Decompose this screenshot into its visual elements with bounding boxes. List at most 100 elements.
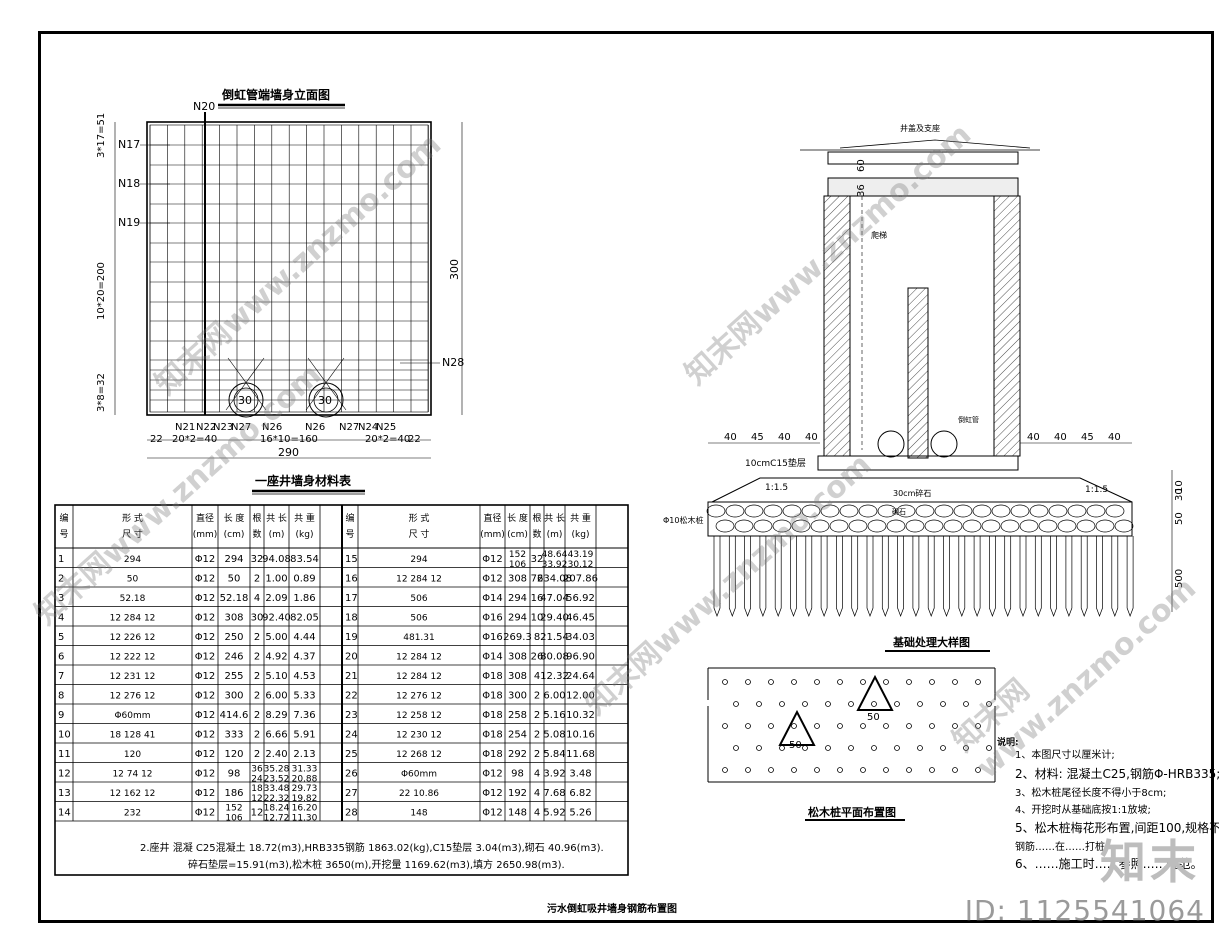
dim-rv-500: 500	[1174, 569, 1185, 588]
table-header: 数	[252, 528, 261, 540]
table-cell: Φ12	[482, 788, 503, 799]
table-cell: 232	[124, 809, 141, 819]
material-table: 一座井墙身材料表 编号形 式尺 寸直径(mm)长 度(cm)根数共 长(m)共 …	[54, 473, 629, 876]
table-cell: 294	[508, 593, 527, 604]
table-cell: Φ60mm	[114, 711, 150, 721]
table-cell: Φ12	[195, 652, 216, 663]
bottom-label-n23: N23	[213, 422, 233, 433]
table-cell: 148	[508, 808, 527, 819]
table-cell: 43.19	[568, 550, 594, 560]
note-3: 3、松木桩尾径长度不得小于8cm;	[1015, 786, 1166, 799]
table-cell: 31.33	[292, 765, 318, 775]
table-cell: 9	[58, 710, 64, 721]
table-cell: 4.92	[265, 652, 287, 663]
table-header: (kg)	[296, 530, 314, 540]
table-cell: 0.89	[293, 574, 315, 585]
bottom-label-n25: N25	[376, 422, 396, 433]
table-cell: 8	[534, 632, 540, 643]
table-cell: 308	[224, 613, 243, 624]
dim-v-36: 36	[856, 184, 867, 197]
table-header: 数	[532, 528, 541, 540]
table-header: 尺 寸	[409, 528, 430, 540]
table-cell: 33.92	[542, 560, 568, 570]
table-cell: 32	[251, 554, 264, 565]
table-header: 编	[345, 512, 354, 524]
table-cell: 18.24	[264, 804, 290, 814]
table-cell: 12.32	[540, 671, 569, 682]
notes-head: 说明:	[997, 736, 1019, 748]
label-ladder: 爬梯	[871, 230, 887, 240]
mark-n28: N28	[442, 356, 464, 369]
table-cell: 506	[410, 614, 427, 624]
table-cell: 21.54	[540, 632, 569, 643]
sec-dim-right: 40	[1108, 432, 1121, 443]
dim-bottom-160: 16*10=160	[260, 434, 318, 445]
table-cell: 5.26	[569, 808, 591, 819]
table-cell: 4.44	[293, 632, 315, 643]
table-cell: 152	[225, 804, 242, 814]
table-cell: 12.00	[566, 691, 595, 702]
table-cell: 12 230 12	[396, 731, 442, 741]
table-cell: 12 226 12	[110, 633, 156, 643]
table-cell: 8.29	[265, 710, 287, 721]
dim-left-1: 3*17=51	[96, 113, 107, 158]
table-cell: 308	[508, 652, 527, 663]
table-cell: 294	[224, 554, 243, 565]
table-cell: Φ12	[195, 671, 216, 682]
table-cell: Φ12	[195, 749, 216, 760]
table-cell: Φ60mm	[401, 770, 437, 780]
table-cell: 4	[534, 671, 540, 682]
table-cell: 98	[228, 769, 241, 780]
table-cell: 15	[345, 554, 358, 565]
table-cell: Φ12	[482, 808, 503, 819]
table-cell: 11	[58, 749, 71, 760]
table-header: 尺 寸	[122, 528, 143, 540]
table-cell: Φ18	[482, 730, 503, 741]
table-header: 形 式	[409, 512, 430, 524]
table-cell: 207.86	[563, 574, 598, 585]
table-cell: 152	[509, 550, 526, 560]
table-cell: 30	[251, 613, 264, 624]
table-cell: 48.64	[542, 550, 568, 560]
slope-left: 1:1.5	[765, 483, 788, 493]
table-cell: 2	[58, 574, 64, 585]
table-cell: 481.31	[403, 633, 435, 643]
table-cell: 5.33	[293, 691, 315, 702]
table-cell: 292	[508, 749, 527, 760]
table-cell: 4	[534, 769, 540, 780]
table-cell: 12 162 12	[110, 789, 156, 799]
table-cell: 234.08	[537, 574, 572, 585]
table-cell: 22 10.86	[399, 789, 439, 799]
table-cell: 80.08	[540, 652, 569, 663]
label-gravel: 30cm碎石	[893, 488, 931, 498]
table-cell: 13	[58, 788, 71, 799]
table-cell: 106	[509, 560, 526, 570]
pile-plan: 50 50 松木桩平面布置图	[707, 667, 996, 821]
bottom-label-n21: N21	[175, 422, 195, 433]
table-cell: 23.52	[264, 775, 290, 785]
table-cell: 246	[224, 652, 243, 663]
table-cell: 2	[534, 730, 540, 741]
table-cell: 300	[224, 691, 243, 702]
slope-right: 1:1.5	[1085, 485, 1108, 495]
table-cell: 2	[254, 652, 260, 663]
bottom-label-n27: N27	[231, 422, 251, 433]
table-header: 直径	[483, 512, 501, 524]
note-2: 2、材料: 混凝土C25,钢筋Φ-HRB335;	[1015, 766, 1219, 781]
table-cell: 46.45	[566, 613, 595, 624]
table-cell: 2	[254, 691, 260, 702]
table-header: 根	[252, 512, 261, 524]
table-cell: 308	[508, 671, 527, 682]
note-5b: 钢筋……在……打桩;	[1015, 840, 1108, 853]
table-cell: 5.91	[293, 730, 315, 741]
note-4: 4、开挖时从基础底按1:1放坡;	[1015, 803, 1151, 816]
table-cell: 414.6	[220, 710, 249, 721]
table-cell: 12 268 12	[396, 750, 442, 760]
table-cell: Φ12	[195, 613, 216, 624]
table-cell: 2.40	[265, 749, 287, 760]
sec-dim-left: 40	[778, 432, 791, 443]
label-piles: Φ10松木桩	[663, 515, 703, 525]
dim-left-2: 10*20=200	[96, 262, 107, 320]
